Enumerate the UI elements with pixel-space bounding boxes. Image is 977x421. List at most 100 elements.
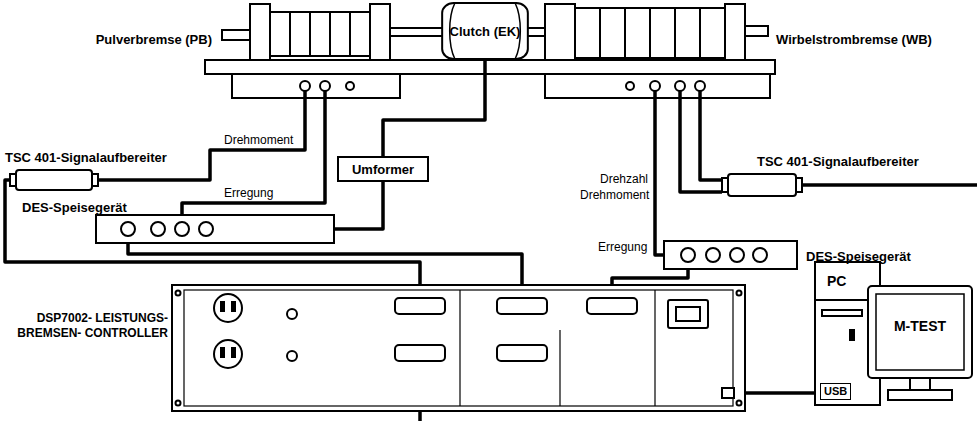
powder-brake-drawing: [270, 12, 370, 56]
cable: [655, 98, 663, 255]
powder-brake-drawing: [309, 12, 311, 56]
cable: [335, 182, 383, 229]
cable: [128, 244, 522, 285]
connector-jack: [626, 82, 634, 90]
component-label: Pulverbremse (PB): [96, 32, 212, 47]
eddy-current-brake: Wirbelstrombremse (WB): [545, 2, 770, 98]
supply-jack: [706, 248, 720, 262]
monitor-drawing: [868, 286, 972, 378]
monitor: M-TEST: [868, 286, 972, 404]
powder-brake-drawing: [390, 28, 447, 36]
signal-conditioner-drawing: [16, 170, 92, 190]
converter-box: Umformer: [337, 156, 429, 182]
component-label: DES-Speisegerät: [806, 249, 911, 264]
component-label: TSC 401-Signalaufbereiter: [5, 150, 167, 165]
signal-label: Drehmoment: [578, 188, 651, 202]
monitor-drawing: [868, 286, 972, 400]
controller-rack: [395, 345, 445, 361]
controller-rack: [214, 340, 242, 368]
controller-rack: [587, 298, 637, 314]
base-plate: [545, 74, 770, 98]
supply-jack: [121, 222, 135, 236]
powder-brake-drawing: [250, 4, 270, 60]
controller-rack: [221, 348, 224, 357]
powder-brake-drawing: [222, 4, 447, 60]
base-plate: [232, 74, 400, 98]
clutch-cylinder: Clutch (EK): [441, 2, 529, 60]
eddy-brake-drawing: [745, 26, 768, 36]
controller-rack: [176, 291, 181, 296]
signal-label: Drehmoment: [222, 133, 295, 147]
signal-conditioner: TSC 401-Signalaufbereiter: [10, 168, 98, 192]
power-supply-unit: DES-Speisegerät: [95, 214, 335, 244]
controller-rack: [559, 330, 560, 406]
eddy-brake-drawing: [700, 8, 725, 58]
connector-jack: [695, 81, 705, 91]
base-plate: [205, 60, 775, 98]
eddy-brake-drawing: [600, 8, 625, 58]
powder-brake-drawing: [289, 12, 291, 56]
controller-rack: [654, 290, 655, 406]
controller-rack: [176, 401, 181, 406]
eddy-brake-drawing: [545, 4, 575, 60]
component-label: DES-Speisegerät: [22, 200, 127, 215]
wire: [653, 91, 657, 98]
connector-jack: [650, 81, 660, 91]
connector-jack: [675, 81, 685, 91]
controller-rack: [668, 300, 708, 328]
eddy-brake-drawing: [625, 8, 650, 58]
eddy-brake-drawing: [523, 4, 768, 60]
power-supply-unit: DES-Speisegerät: [663, 240, 798, 270]
connector-jack: [300, 81, 705, 91]
component-label: DSP7002- LEISTUNGS-BREMSEN- CONTROLLER: [3, 311, 168, 341]
eddy-brake-drawing: [575, 8, 600, 58]
signal-conditioner-drawing: [796, 178, 802, 192]
supply-jack: [730, 248, 744, 262]
supply-jack: [681, 248, 695, 262]
controller-rack: [676, 307, 700, 321]
powder-brake-drawing: [370, 4, 390, 60]
controller-rack: [214, 294, 242, 322]
monitor-drawing: [910, 378, 930, 390]
controller-rack: [395, 298, 445, 314]
monitor-drawing: [888, 390, 952, 400]
component-label: TSC 401-Signalaufbereiter: [757, 154, 919, 169]
cable: [745, 391, 815, 395]
brake-controller: DSP7002- LEISTUNGS-BREMSEN- CONTROLLER: [172, 285, 745, 411]
signal-conditioner: TSC 401-Signalaufbereiter: [722, 172, 802, 198]
powder-brake: Pulverbremse (PB): [232, 2, 400, 98]
cable: [700, 98, 722, 180]
supply-jack: [175, 222, 189, 236]
controller-rack: [287, 309, 297, 319]
signal-conditioner-drawing: [728, 174, 796, 196]
signal-label: Erregung: [596, 240, 649, 254]
controller-rack: [737, 291, 742, 296]
controller-rack: [172, 285, 745, 411]
signal-label: Erregung: [222, 186, 275, 200]
wire: [323, 91, 327, 98]
controller-rack: [232, 348, 235, 357]
supply-jack: [753, 248, 767, 262]
cable: [98, 98, 305, 180]
connector-jack: [300, 81, 310, 91]
supply-jack: [151, 222, 165, 236]
wire: [303, 91, 307, 98]
controller-rack: [287, 351, 297, 361]
cable: [383, 60, 485, 156]
controller-rack: [497, 345, 547, 361]
powder-brake-drawing: [349, 12, 351, 56]
controller-rack: [737, 401, 742, 406]
controller-rack: [497, 298, 547, 314]
component-label: Clutch (EK): [444, 24, 527, 39]
pc-tower: PCUSB: [815, 262, 880, 405]
port-label: USB: [820, 383, 851, 400]
controller-rack: [722, 388, 734, 398]
component-label: Umformer: [352, 162, 414, 177]
eddy-brake-drawing: [725, 4, 745, 60]
supply-jack: [199, 222, 213, 236]
controller-rack: [172, 285, 745, 411]
controller-rack: [232, 302, 235, 311]
powder-brake-drawing: [329, 12, 331, 56]
